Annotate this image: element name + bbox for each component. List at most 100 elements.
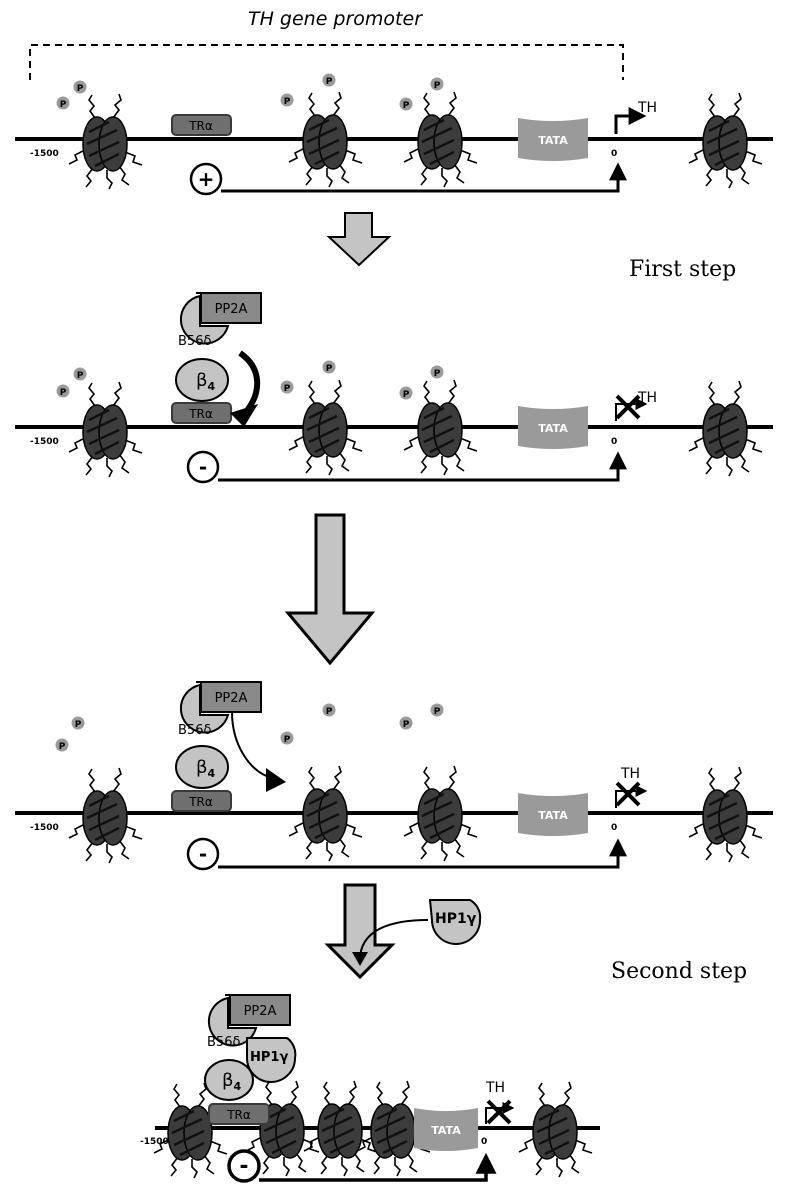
b56-label: B56δ: [178, 334, 211, 349]
svg-text:P: P: [434, 707, 441, 717]
svg-text:P: P: [75, 720, 82, 730]
svg-text:TATA: TATA: [431, 1124, 461, 1137]
block-x: [615, 394, 641, 420]
first-step-label: First step: [629, 257, 736, 282]
svg-text:TATA: TATA: [538, 422, 568, 435]
pp2a-box: [229, 994, 291, 1026]
tata-box: TATA: [518, 406, 588, 449]
svg-text:P: P: [403, 720, 410, 730]
hp1-protein: [246, 1037, 297, 1083]
svg-text:+: +: [198, 167, 215, 191]
beta4-subunit: [175, 358, 229, 402]
beta4-label: β4: [196, 757, 216, 780]
svg-text:P: P: [60, 100, 67, 110]
b56-subunit: [179, 683, 230, 734]
beta4-subunit: [175, 745, 229, 789]
pp2a-label: PP2A: [215, 691, 248, 706]
tata-box: TATA: [518, 793, 588, 836]
b56-subunit: [207, 996, 258, 1047]
svg-text:P: P: [403, 101, 410, 111]
svg-text:P: P: [434, 369, 441, 379]
position-start: -1500: [30, 437, 59, 447]
position-start: -1500: [140, 1137, 169, 1147]
svg-text:-: -: [199, 842, 207, 866]
svg-text:P: P: [77, 371, 84, 381]
beta4-subunit: [204, 1059, 254, 1101]
pp2a-label: PP2A: [244, 1004, 277, 1019]
tr-alpha-box: [171, 790, 232, 812]
hp1-label: HP1γ: [435, 911, 477, 927]
tata-box: TATA: [414, 1108, 478, 1151]
dephosphorylation-arrow: [231, 711, 273, 779]
promoter-bracket: [29, 44, 624, 80]
block-x: [486, 1099, 512, 1125]
phospho-group: P P P P P P: [56, 360, 444, 400]
process-arrow: [284, 513, 376, 666]
th-label: TH: [637, 390, 657, 406]
svg-text:TATA: TATA: [538, 134, 568, 147]
dephosphorylation-arrow: [238, 350, 261, 415]
tr-alpha-box: [208, 1103, 270, 1125]
position-start: -1500: [30, 149, 59, 159]
panel-4: -1500 TRα β4 B56δ PP2A HP1γ TATA 0 TH -: [140, 994, 600, 1183]
svg-text:P: P: [434, 81, 441, 91]
tr-alpha-label: TRα: [188, 795, 213, 809]
panel-3: -1500 P P P P P P TRα β4 B56δ PP2A TATA …: [15, 681, 773, 871]
svg-text:P: P: [60, 388, 67, 398]
position-zero: 0: [611, 149, 617, 159]
tr-alpha-box: [171, 114, 232, 136]
position-zero: 0: [611, 823, 617, 833]
nucleosome: [67, 380, 144, 479]
svg-text:TATA: TATA: [538, 809, 568, 822]
nucleosome: [67, 766, 144, 865]
hp1-recruit-arrow: [359, 919, 429, 961]
regulation-arrow: [259, 1152, 497, 1182]
svg-text:P: P: [284, 384, 291, 394]
svg-text:P: P: [59, 742, 66, 752]
th-label: TH: [637, 100, 657, 116]
nucleosome: [67, 92, 144, 191]
svg-text:P: P: [326, 364, 333, 374]
transcription-start-arrow: [615, 785, 648, 808]
phospho-group: P P P P P P: [56, 73, 444, 111]
svg-text:P: P: [284, 97, 291, 107]
svg-text:P: P: [326, 707, 333, 717]
regulation-arrow: [218, 451, 627, 482]
repression-sign: [186, 450, 220, 484]
svg-text:P: P: [403, 390, 410, 400]
th-label: TH: [485, 1080, 505, 1096]
released-phospho-group: P P P P P P: [55, 703, 444, 752]
position-zero: 0: [481, 1137, 487, 1147]
beta4-label: β4: [222, 1070, 242, 1093]
hp1-label: HP1γ: [250, 1050, 288, 1065]
block-x: [615, 781, 641, 807]
svg-text:-: -: [199, 455, 207, 479]
tata-box: TATA: [518, 118, 588, 161]
transcription-start-arrow: [614, 107, 647, 134]
th-label: TH: [620, 766, 640, 782]
pp2a-box: [200, 292, 262, 324]
position-start: -1500: [30, 823, 59, 833]
pp2a-label: PP2A: [215, 302, 248, 317]
transcription-start-arrow: [615, 398, 648, 421]
tr-alpha-label: TRα: [188, 407, 213, 421]
promoter-label: TH gene promoter: [248, 8, 423, 30]
b56-label: B56δ: [207, 1035, 240, 1050]
process-arrow: [326, 212, 392, 267]
regulation-arrow: [221, 162, 627, 193]
repression-sign: [227, 1149, 261, 1183]
svg-text:P: P: [284, 735, 291, 745]
regulation-arrow: [218, 838, 627, 869]
repression-sign: [186, 837, 220, 871]
b56-label: B56δ: [178, 723, 211, 738]
b56-subunit: [179, 294, 230, 345]
hp1-protein: [428, 899, 482, 945]
svg-text:P: P: [326, 77, 333, 87]
panel-2: -1500 P P P P P P TRα β4 B56δ PP2A TATA …: [15, 292, 773, 484]
svg-text:-: -: [239, 1154, 248, 1179]
second-step-label: Second step: [611, 959, 747, 984]
tr-alpha-label: TRα: [188, 119, 213, 133]
beta4-label: β4: [196, 370, 216, 393]
position-zero: 0: [611, 437, 617, 447]
